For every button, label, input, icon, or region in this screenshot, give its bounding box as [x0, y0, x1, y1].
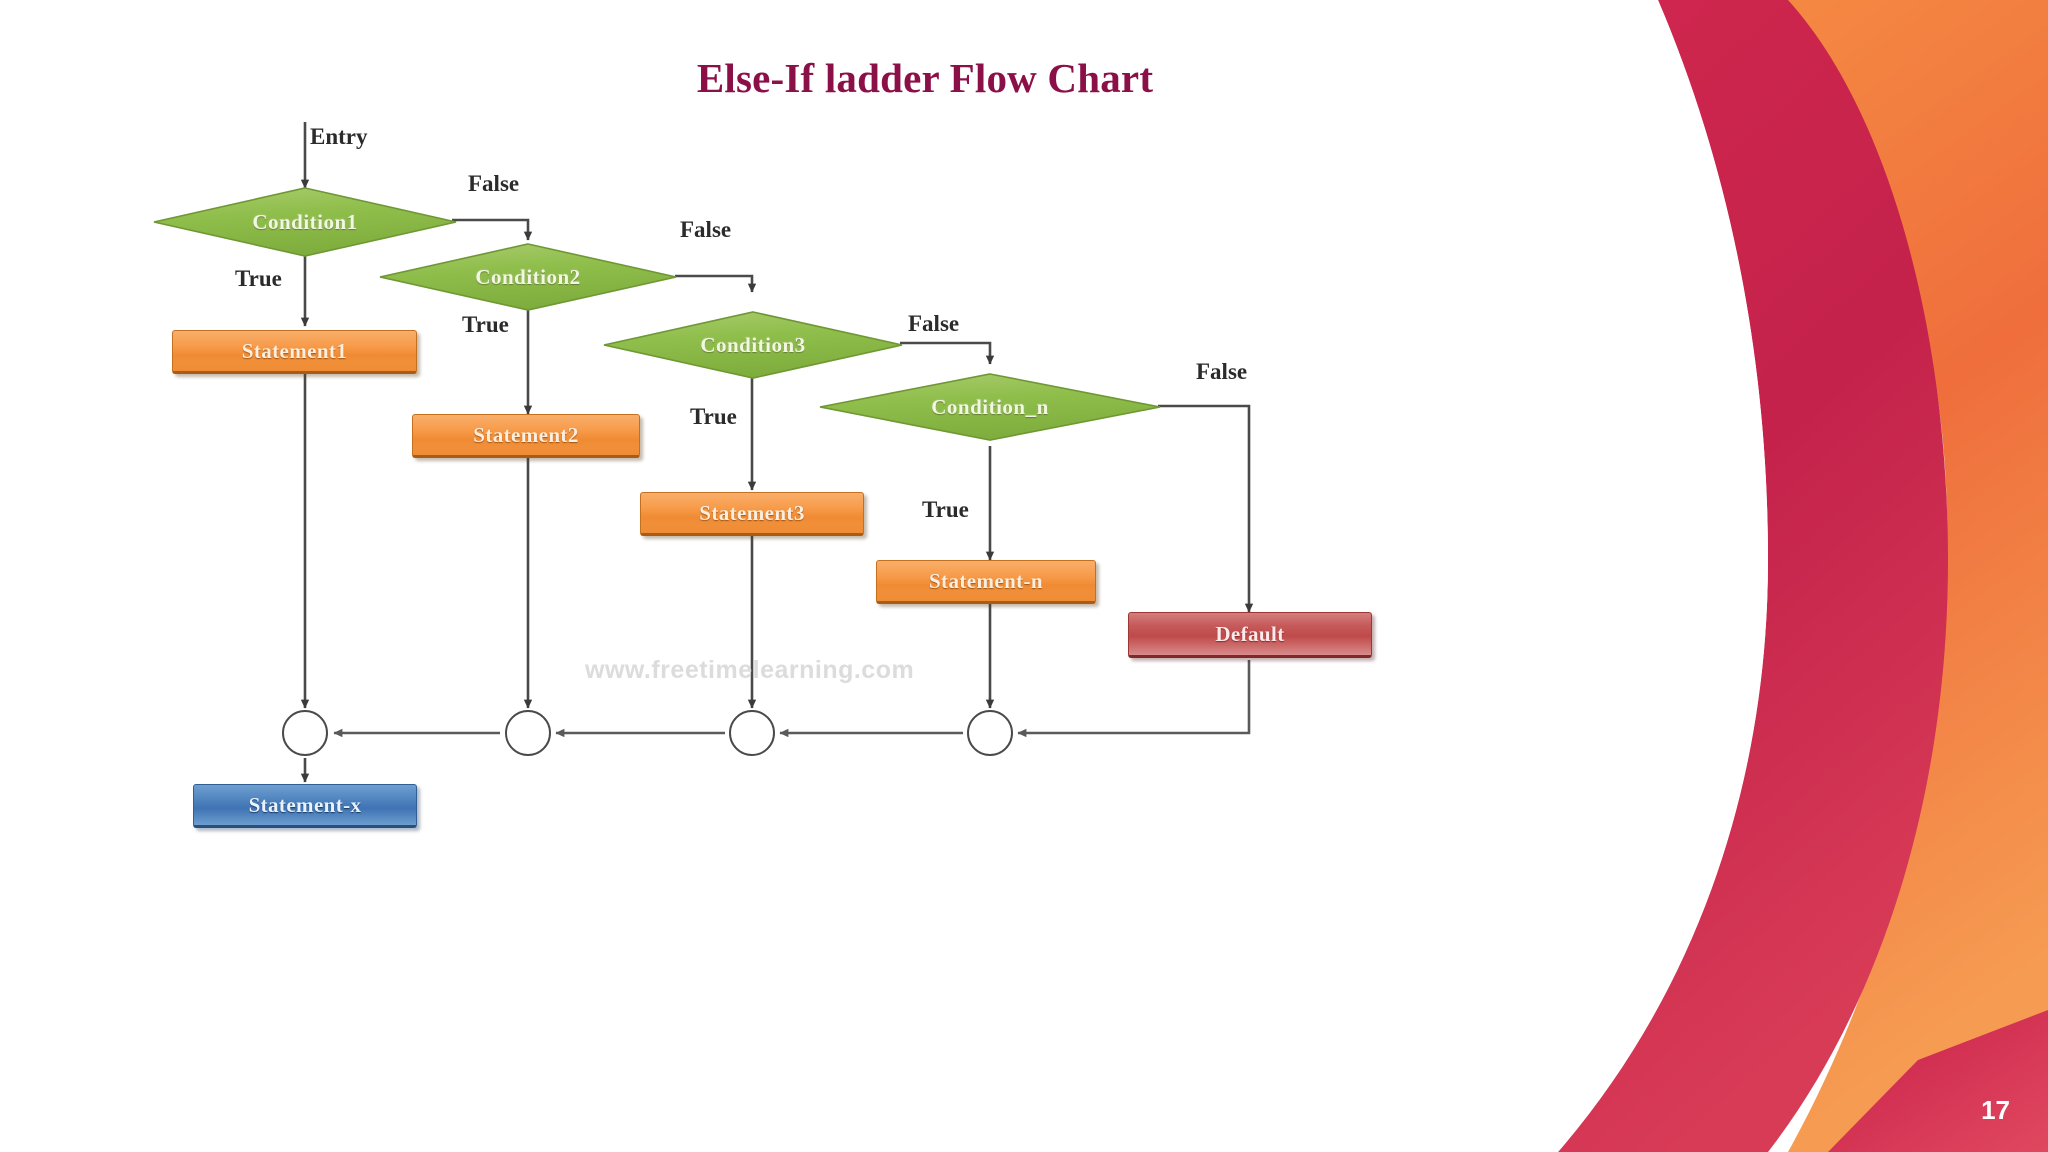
page-title: Else-If ladder Flow Chart — [696, 55, 1154, 101]
label-false-3: False — [908, 311, 960, 336]
node-default[interactable]: Default — [1128, 612, 1372, 658]
label-false-1: False — [468, 171, 520, 196]
node-statement-x[interactable]: Statement-x — [193, 784, 417, 828]
node-statement2-label: Statement2 — [473, 422, 579, 447]
node-statement-n-label: Statement-n — [928, 568, 1044, 593]
node-statement-x-label: Statement-x — [248, 792, 362, 817]
page-number: 17 — [1981, 1095, 2010, 1125]
node-condition3[interactable]: Condition3 — [602, 310, 904, 380]
connector-merge2[interactable] — [505, 710, 551, 756]
flowchart: Condition1 Condition2 — [153, 122, 1372, 828]
node-condition2[interactable]: Condition2 — [378, 242, 678, 312]
label-entry: Entry — [310, 124, 368, 149]
node-condition-n[interactable]: Condition_n — [818, 372, 1162, 442]
label-true-1: True — [235, 266, 282, 291]
connector-merge4[interactable] — [967, 710, 1013, 756]
node-statement3-label: Statement3 — [699, 500, 805, 525]
connector-merge3[interactable] — [729, 710, 775, 756]
node-statement1[interactable]: Statement1 — [172, 330, 417, 374]
label-false-n: False — [1196, 359, 1248, 384]
node-statement2[interactable]: Statement2 — [412, 414, 640, 458]
diamond-shape — [379, 243, 677, 311]
connector-merge1[interactable] — [282, 710, 328, 756]
diamond-shape — [603, 311, 903, 379]
node-statement-n[interactable]: Statement-n — [876, 560, 1096, 604]
watermark: www.freetimelearning.com — [585, 656, 915, 684]
diamond-shape — [819, 373, 1161, 441]
label-false-2: False — [680, 217, 732, 242]
node-default-label: Default — [1215, 621, 1285, 646]
label-true-2: True — [462, 312, 509, 337]
label-true-3: True — [690, 404, 737, 429]
label-true-n: True — [922, 497, 969, 522]
node-statement3[interactable]: Statement3 — [640, 492, 864, 536]
flowchart-connectors — [300, 122, 1254, 783]
diamond-shape — [153, 187, 457, 257]
node-statement1-label: Statement1 — [241, 338, 348, 363]
